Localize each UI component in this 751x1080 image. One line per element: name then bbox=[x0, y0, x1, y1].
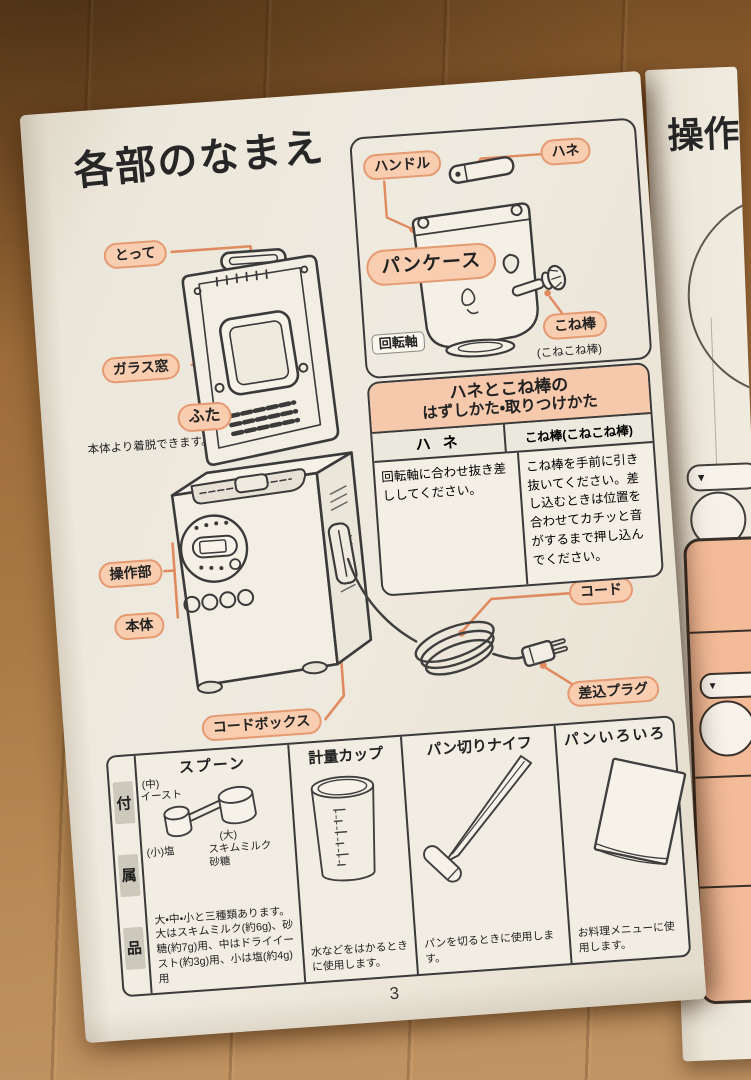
howto-table-body: 回転軸に合わせ抜き差ししてください。 こね棒を手前に引き抜いてください。差し込む… bbox=[374, 443, 662, 595]
measuring-cup-icon bbox=[310, 775, 376, 882]
book-desc: お料理メニューに使用します。 bbox=[577, 920, 676, 955]
panel-divider bbox=[699, 881, 751, 889]
accessory-cup: 計量カップ 水などをはかるときに使用します。 bbox=[289, 736, 420, 983]
spoon-label-large-item2: 砂糖 bbox=[209, 855, 231, 869]
spoon-title: スプーン bbox=[178, 754, 247, 777]
triangle-down-icon: ▼ bbox=[695, 471, 707, 484]
panel-divider bbox=[689, 626, 751, 634]
howto-table: ハネとこね棒の はずしかた・取りつけかた ハ ネ こね棒(こねこね棒) 回転軸に… bbox=[366, 362, 665, 597]
bread-maker-illustration bbox=[163, 244, 579, 721]
right-page-dial-knob bbox=[747, 233, 751, 357]
accessories-columns: スプーン (中) イースト (小)塩 (大) スキムミルク 砂糖 大・中・小と bbox=[135, 717, 690, 994]
label-handle: とって bbox=[102, 239, 168, 270]
right-page-dial-circle bbox=[683, 188, 751, 401]
cell-rod: こね棒を手前に引き抜いてください。差し込むときは位置を合わせてカチッと音がするま… bbox=[525, 452, 645, 568]
power-cord-illustration bbox=[346, 557, 568, 676]
cup-desc: 水などをはかるときに使用します。 bbox=[310, 940, 409, 974]
accessory-spoon: スプーン (中) イースト (小)塩 (大) スキムミルク 砂糖 大・中・小と bbox=[135, 744, 307, 994]
panel-button-pill: ▼ bbox=[699, 670, 751, 700]
spoon-icon bbox=[163, 785, 257, 838]
bread-knife-icon bbox=[423, 755, 533, 883]
knife-desc: パンを切るときに使用します。 bbox=[423, 929, 555, 966]
cell-blade: 回転軸に合わせ抜き差ししてください。 bbox=[374, 452, 529, 595]
label-control-panel: 操作部 bbox=[97, 558, 164, 589]
label-lid: ふた bbox=[176, 401, 233, 433]
accessories-panel: 付 属 品 スプーン (中) イースト (小)塩 bbox=[105, 715, 692, 998]
manual-page: 各部のなまえ bbox=[19, 70, 707, 1044]
accessory-knife: パン切りナイフ パンを切るときに使用します。 bbox=[402, 725, 573, 975]
right-page-button-pill: ▼ bbox=[686, 462, 751, 492]
pan-detail-box: ハンドル ハネ パンケース 回転軸 こね棒 (こねこね棒) bbox=[349, 117, 653, 380]
panel-button-circle bbox=[698, 699, 751, 758]
right-page-heading: 操作 bbox=[666, 112, 741, 157]
label-blade: ハネ bbox=[539, 136, 592, 166]
label-main-body: 本体 bbox=[113, 611, 166, 641]
accessory-book: パンいろいろ お料理メニューに使用します。 bbox=[556, 717, 689, 963]
label-shaft: 回転軸 bbox=[371, 331, 426, 356]
label-rod: こね棒 bbox=[542, 309, 608, 341]
spoon-desc: 大・中・小と三種類あります。大はスキムミルク(約6g)、砂糖(約7g)用、中はド… bbox=[154, 904, 295, 986]
recipe-book-icon bbox=[593, 757, 687, 866]
triangle-down-icon: ▼ bbox=[707, 680, 718, 692]
spoon-label-small: (小)塩 bbox=[146, 845, 175, 860]
